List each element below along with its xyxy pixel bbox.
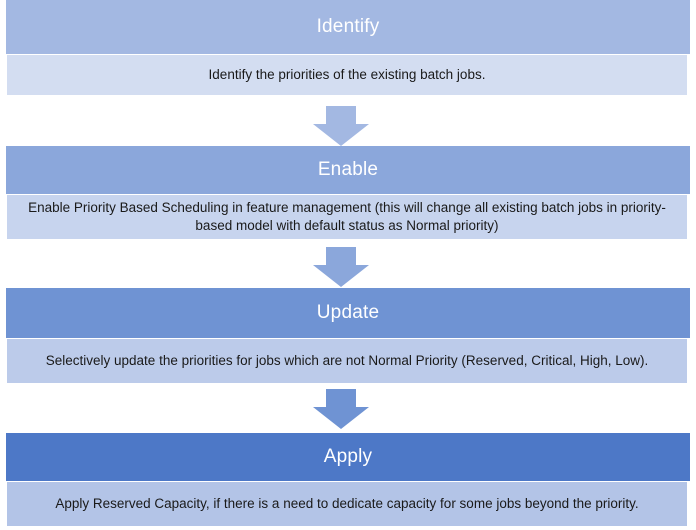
stage-update-title: Update — [6, 288, 690, 338]
stage-identify-description: Identify the priorities of the existing … — [6, 54, 688, 96]
stage-update-description: Selectively update the priorities for jo… — [6, 338, 688, 384]
stage-enable-description: Enable Priority Based Scheduling in feat… — [6, 194, 688, 240]
down-arrow-icon — [313, 106, 369, 146]
down-arrow-icon — [313, 247, 369, 287]
down-arrow-icon — [313, 389, 369, 429]
stage-apply-description: Apply Reserved Capacity, if there is a n… — [6, 481, 688, 527]
stage-apply-title: Apply — [6, 433, 690, 481]
stage-enable-title: Enable — [6, 146, 690, 194]
stage-identify-title: Identify — [6, 0, 690, 54]
